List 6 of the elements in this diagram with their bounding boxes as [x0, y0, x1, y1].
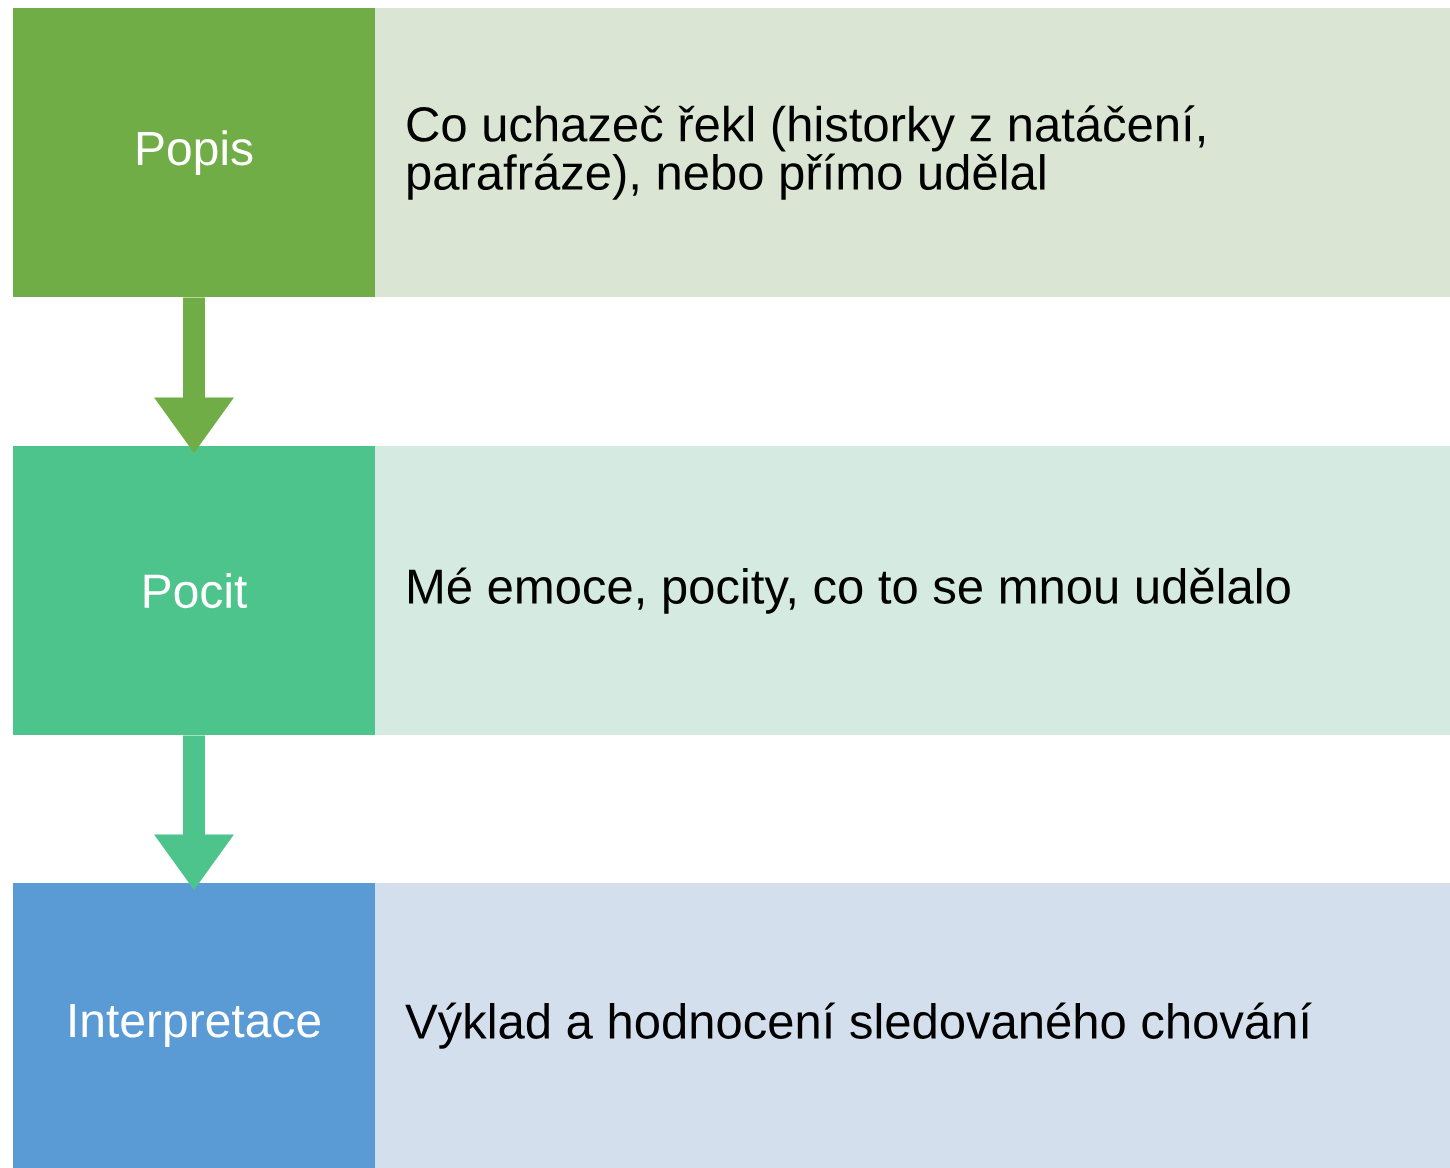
description-box: Výklad a hodnocení sledovaného chování — [375, 883, 1450, 1168]
step-box: Interpretace — [13, 883, 375, 1168]
step-box: Popis — [13, 8, 375, 297]
description-box: Mé emoce, pocity, co to se mnou udělalo — [375, 446, 1450, 735]
step-box: Pocit — [13, 446, 375, 735]
description-box: Co uchazeč řekl (historky z natáčení, parafráze), nebo přímo udělal — [375, 8, 1450, 297]
